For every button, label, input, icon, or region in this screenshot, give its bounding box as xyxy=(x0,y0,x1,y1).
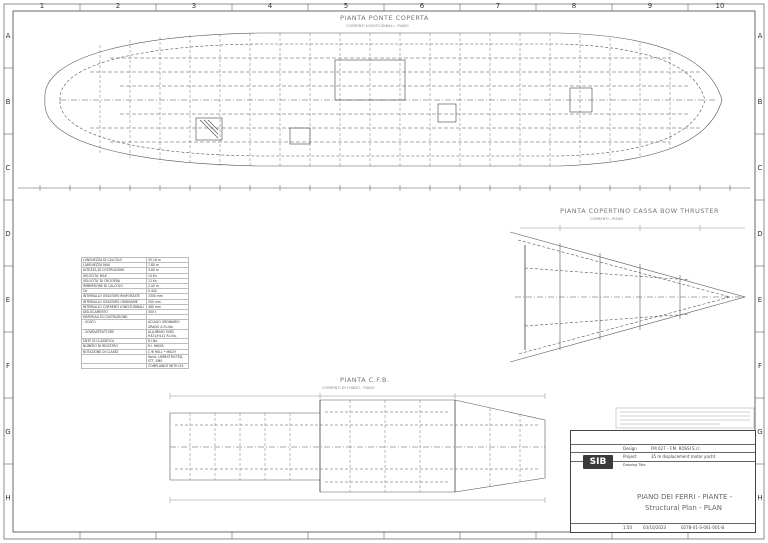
zone-row-a-right: A xyxy=(757,32,763,40)
zone-row-e-right: E xyxy=(757,296,763,304)
zone-col-6: 6 xyxy=(419,2,425,10)
drawing-title-en: Structural Plan - PLAN xyxy=(645,504,723,512)
project-value: 35 m displacement motor yacht xyxy=(651,454,716,459)
spec-key xyxy=(81,363,147,370)
spec-key: INTERVALLO CORRENTI LONGITUDINALI xyxy=(81,303,147,311)
right-plan-title: PIANTA COPERTINO CASSA BOW THRUSTER xyxy=(560,207,719,215)
zone-row-d-right: D xyxy=(757,230,763,238)
bow-thruster-plan xyxy=(509,231,747,363)
spec-key: - SCAFO xyxy=(81,319,147,330)
lower-plan-title: PIANTA C.F.B. xyxy=(340,376,390,384)
zone-row-e: E xyxy=(5,296,11,304)
zone-row-g: G xyxy=(5,428,11,436)
zone-row-h: H xyxy=(5,494,11,502)
lower-bottom-plan xyxy=(169,399,546,493)
zone-col-10: 10 xyxy=(715,2,725,10)
spec-key: INTERVALLO OSSATURE RINFORZATE xyxy=(81,293,147,300)
spec-key xyxy=(81,353,147,365)
zone-row-h-right: H xyxy=(757,494,763,502)
date-value: 03/10/2023 xyxy=(643,525,667,530)
bow-thruster-dims xyxy=(520,225,745,231)
zone-row-b: B xyxy=(5,98,11,106)
spec-value: ACCIAIO ORDINARIO GRADO A R.I.Na. xyxy=(146,319,189,330)
zone-col-8: 8 xyxy=(571,2,577,10)
zone-col-5: 5 xyxy=(343,2,349,10)
spec-row: COMPLIANCE WITH LY2 xyxy=(81,363,189,370)
right-plan-subtitle: CORRENTI - PIANO xyxy=(590,217,624,221)
zone-row-d: D xyxy=(5,230,11,238)
title-block: Design FM 027 - F.M. ROSSI S.r.l. Projec… xyxy=(570,430,756,533)
upper-frame-scale xyxy=(18,185,750,191)
zone-col-9: 9 xyxy=(647,2,653,10)
upper-frame-lines xyxy=(99,33,671,166)
spec-value: Yacht, UNRESTRICTED, STT, EMS xyxy=(146,353,189,365)
spec-value: COMPLIANCE WITH LY2 xyxy=(146,363,189,370)
zone-row-c-right: C xyxy=(757,164,763,172)
zone-row-f: F xyxy=(5,362,11,370)
upper-deck-plan xyxy=(44,32,723,167)
zone-ticks xyxy=(4,4,764,539)
drawing-title-label: Drawing Title xyxy=(623,463,646,467)
zone-col-7: 7 xyxy=(495,2,501,10)
upper-openings xyxy=(195,59,593,145)
upper-plan-title: PIANTA PONTE COPERTA xyxy=(340,14,429,22)
spec-value: C ✠ HULL • MACH xyxy=(146,348,189,355)
zone-row-b-right: B xyxy=(757,98,763,106)
scale-value: 1:50 xyxy=(623,525,632,530)
project-label: Project xyxy=(623,454,637,459)
zone-row-a: A xyxy=(5,32,11,40)
upper-plan-subtitle: CORRENTI LONGITUDINALI - PIANO xyxy=(346,24,409,28)
lower-plan-subtitle: CORRENTI DI FONDO - PIANO xyxy=(322,386,375,390)
lower-dims xyxy=(169,393,546,503)
spec-key: INTERVALLO OSSATURE ORDINARIE xyxy=(81,298,147,305)
zone-col-3: 3 xyxy=(191,2,197,10)
lower-frame-lines xyxy=(189,400,521,492)
zone-row-f-right: F xyxy=(757,362,763,370)
design-label: Design xyxy=(623,446,637,451)
spec-row: Yacht, UNRESTRICTED, STT, EMS xyxy=(81,353,189,365)
zone-row-g-right: G xyxy=(757,428,763,436)
spec-key: - SOVRASTRUTTURE xyxy=(81,328,147,340)
drawing-number: 027B-01-S-001-001-B xyxy=(681,525,725,530)
zone-col-1: 1 xyxy=(39,2,45,10)
zone-col-4: 4 xyxy=(267,2,273,10)
zone-row-c: C xyxy=(5,164,11,172)
zone-col-2: 2 xyxy=(115,2,121,10)
spec-value: ALLUMINIO 5083 H321/H111 R.I.Na. xyxy=(146,328,189,340)
company-logo: SIB xyxy=(583,455,613,469)
drawing-title-it: PIANO DEI FERRI - PIANTE - xyxy=(637,493,733,501)
design-value: FM 027 - F.M. ROSSI S.r.l. xyxy=(651,446,701,451)
